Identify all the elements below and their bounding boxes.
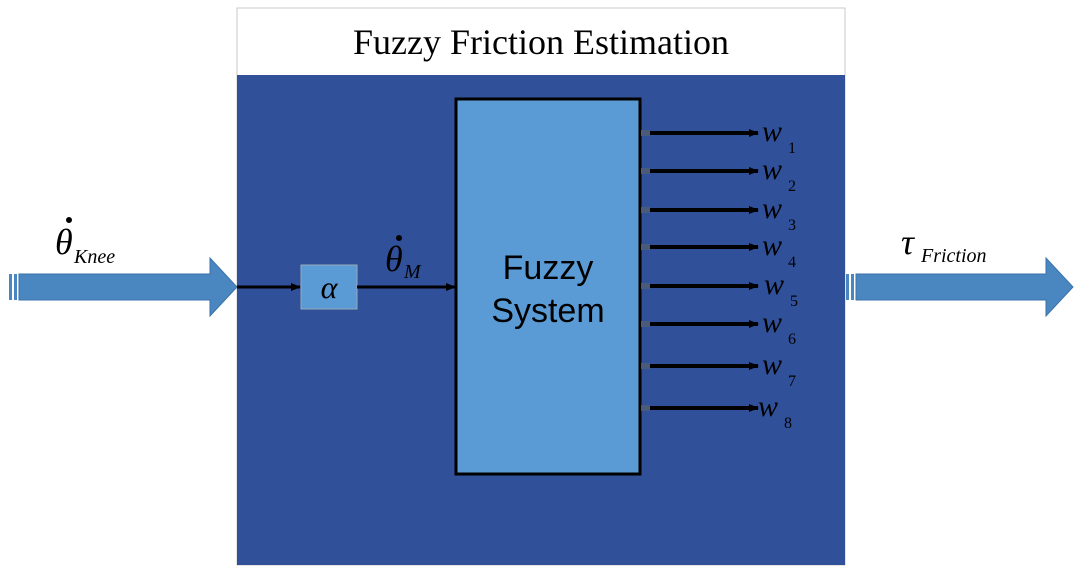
- output-arrow: [846, 256, 1074, 318]
- input-dot: [66, 217, 72, 223]
- weight-symbol-4: w: [762, 229, 782, 262]
- gain-symbol: α: [321, 269, 339, 305]
- input-arrow: [9, 256, 238, 318]
- output-subscript: Friction: [920, 245, 987, 267]
- fuzzy-system-block: [454, 97, 642, 476]
- weight-index-6: 6: [788, 331, 796, 348]
- weight-stub-1: [641, 130, 650, 136]
- weight-stub-4: [641, 244, 650, 250]
- weight-stub-2: [641, 168, 650, 174]
- weight-index-8: 8: [784, 415, 792, 432]
- weight-index-7: 7: [788, 373, 796, 390]
- weight-symbol-3: w: [762, 192, 782, 225]
- weight-index-5: 5: [790, 293, 798, 310]
- motor-label: θ M: [385, 235, 422, 283]
- fuzzy-label-line1: Fuzzy: [503, 249, 594, 287]
- input-symbol: θ: [55, 222, 73, 262]
- output-symbol: τ: [901, 222, 915, 262]
- motor-dot: [396, 235, 402, 241]
- motor-symbol: θ: [385, 239, 403, 279]
- output-label: τ Friction: [901, 222, 987, 267]
- weight-stub-5: [641, 283, 650, 289]
- input-label: θ Knee: [55, 217, 115, 268]
- weight-symbol-5: w: [764, 268, 784, 301]
- weight-stub-6: [641, 321, 650, 327]
- weight-stub-7: [641, 363, 650, 369]
- weight-index-4: 4: [788, 254, 796, 271]
- weight-index-3: 3: [788, 217, 796, 234]
- motor-subscript: M: [403, 261, 422, 283]
- weight-stub-3: [641, 207, 650, 213]
- weight-index-2: 2: [788, 178, 796, 195]
- weight-symbol-7: w: [762, 348, 782, 381]
- weight-symbol-1: w: [762, 115, 782, 148]
- fuzzy-label-line2: System: [491, 292, 604, 330]
- input-subscript: Knee: [73, 246, 115, 268]
- weight-index-1: 1: [788, 140, 796, 157]
- weight-symbol-8: w: [758, 390, 778, 423]
- gain-block: [300, 264, 358, 310]
- weight-symbol-6: w: [762, 306, 782, 339]
- weight-symbol-2: w: [762, 153, 782, 186]
- weight-stub-8: [641, 405, 650, 411]
- diagram-title: Fuzzy Friction Estimation: [353, 22, 729, 62]
